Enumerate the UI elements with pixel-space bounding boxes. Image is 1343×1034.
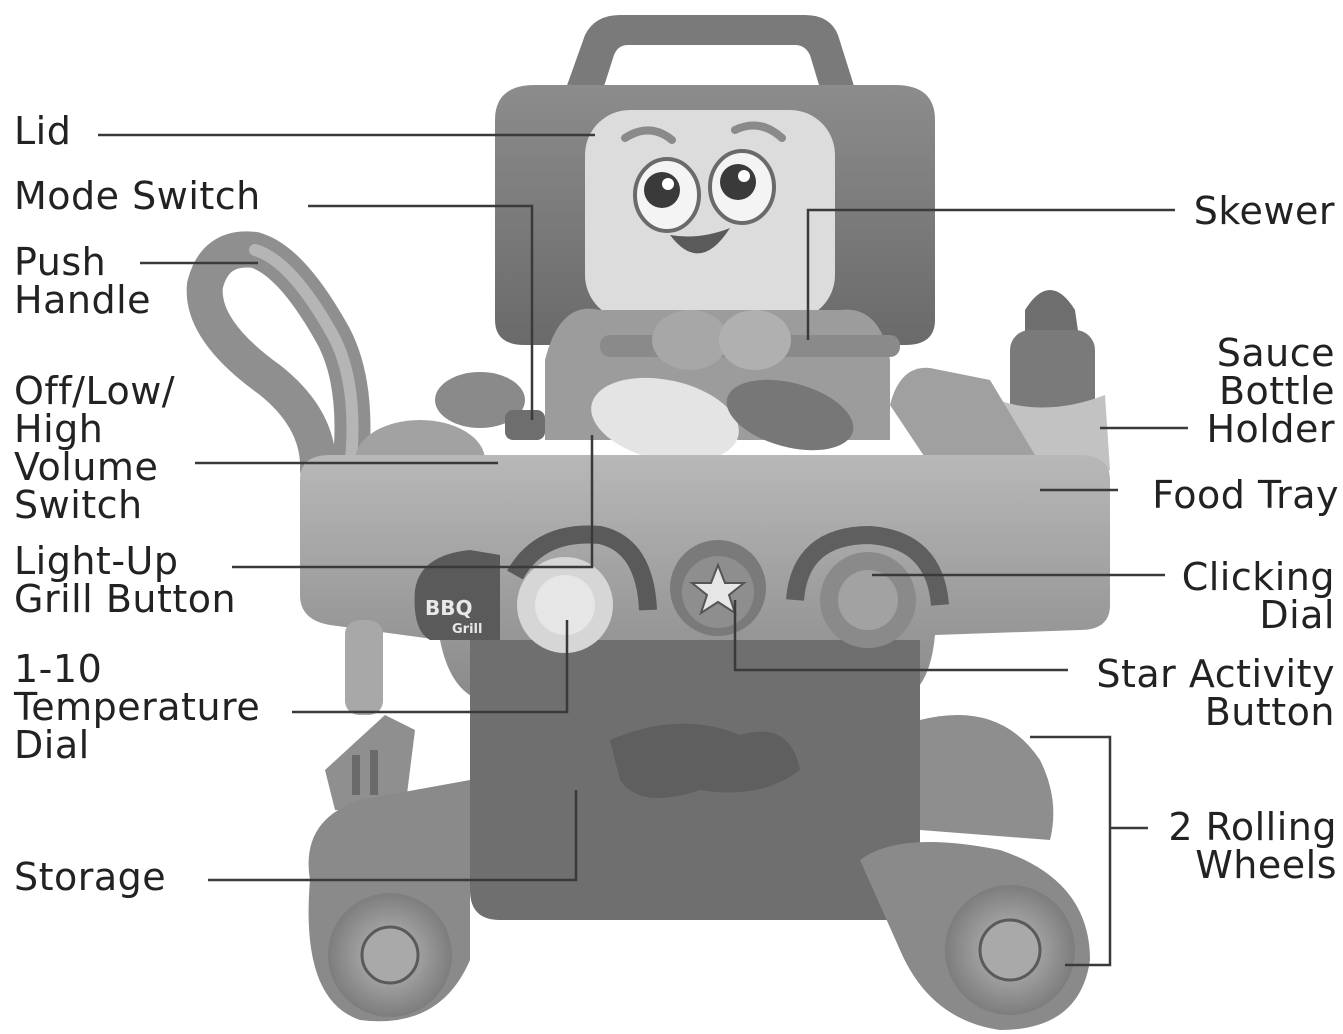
leader-skewer [806,208,1175,340]
label-temperature-dial-line-3: Dial [14,723,90,767]
badge-text-grill: Grill [452,622,482,637]
label-volume-switch-line-2: High [14,407,104,451]
badge-text-bbq: BBQ [425,596,473,620]
label-temperature-dial: 1-10 Temperature Dial [14,650,260,764]
label-star-activity-button: Star Activity Button [1096,655,1335,731]
leader-mode-switch [308,204,534,420]
grill-food [355,308,900,500]
label-light-up-grill-button: Light-Up Grill Button [14,542,236,618]
wheel-left [308,780,470,1022]
label-sauce-holder-line-1: Sauce [1216,331,1335,375]
label-volume-switch-line-1: Off/Low/ [14,369,176,413]
label-mode-switch: Mode Switch [14,177,261,215]
leader-temperature-dial [292,620,569,714]
label-temperature-dial-line-2: Temperature [14,685,261,729]
wheel-right [860,715,1090,1030]
leader-star-button [733,600,1068,672]
spatula-shape [325,620,415,810]
label-food-tray-line: Food Tray [1152,473,1339,517]
leader-lines [98,133,1188,967]
label-star-button-line-1: Star Activity [1096,652,1335,696]
label-mode-switch-line: Mode Switch [14,174,261,218]
label-lid-line: Lid [14,109,72,153]
leader-storage [208,790,578,882]
label-sauce-bottle-holder: Sauce Bottle Holder [1206,334,1335,448]
label-storage-line: Storage [14,855,167,899]
label-sauce-holder-line-3: Holder [1206,407,1335,451]
label-rolling-wheels: 2 Rolling Wheels [1168,808,1337,884]
label-clicking-dial-line-2: Dial [1259,593,1335,637]
leader-grill-button [232,435,594,569]
label-wheels-line-1: 2 Rolling [1168,805,1337,849]
bbq-grill-badge: BBQ Grill [414,550,500,640]
star-button-shape [670,540,766,636]
label-grill-button-line-1: Light-Up [14,539,179,583]
lid-shape [495,85,935,345]
label-storage: Storage [14,858,166,896]
label-push-handle-line-1: Push [14,240,107,284]
label-volume-switch-line-3: Volume [14,445,159,489]
label-grill-button-line-2: Grill Button [14,577,237,621]
label-volume-switch-line-4: Switch [14,483,143,527]
label-push-handle-line-2: Handle [14,278,152,322]
label-push-handle: Push Handle [14,243,151,319]
label-clicking-dial: Clicking Dial [1182,558,1335,634]
label-clicking-dial-line-1: Clicking [1181,555,1335,599]
label-lid: Lid [14,112,71,150]
lid-handle [560,15,860,105]
push-handle-shape [186,231,371,488]
grill-face [621,121,786,254]
label-temperature-dial-line-1: 1-10 [14,647,103,691]
label-skewer-line: Skewer [1193,189,1335,233]
label-skewer: Skewer [1194,192,1335,230]
label-food-tray: Food Tray [1152,476,1339,514]
label-wheels-line-2: Wheels [1195,843,1337,887]
label-star-button-line-2: Button [1204,690,1335,734]
temperature-dial-shape [507,525,657,653]
label-volume-switch: Off/Low/ High Volume Switch [14,372,175,524]
leader-wheels-bracket [1030,735,1112,967]
label-sauce-holder-line-2: Bottle [1218,369,1335,413]
